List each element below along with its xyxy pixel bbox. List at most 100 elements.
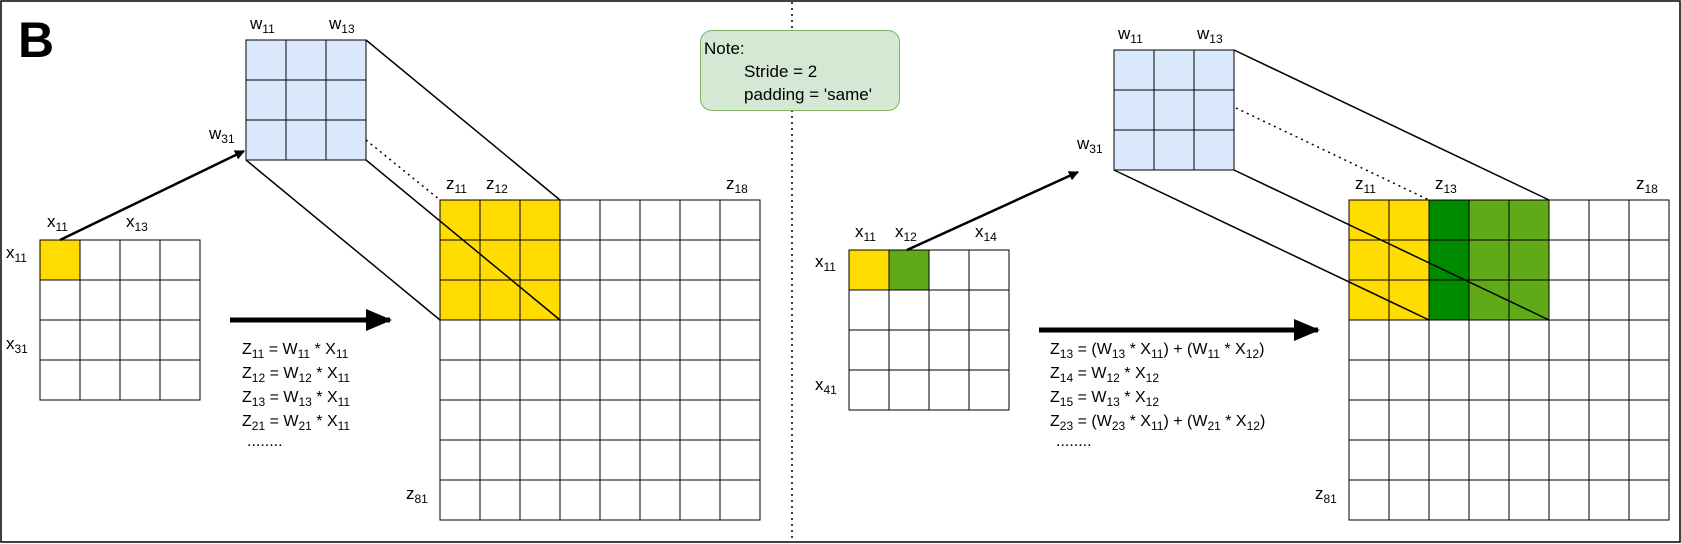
left-label-x11-side: x11 [6, 243, 27, 265]
grid-cell [119, 239, 161, 281]
grid-cell [848, 329, 890, 371]
grid-cell [1628, 359, 1670, 401]
grid-cell [719, 439, 761, 481]
grid-cell [1628, 399, 1670, 441]
grid-cell [1548, 279, 1590, 321]
grid-cell [679, 239, 721, 281]
grid-cell [928, 369, 970, 411]
right-label-w13: w13 [1196, 24, 1223, 46]
grid-cell [1508, 439, 1550, 481]
grid-cell [639, 359, 681, 401]
grid-cell [559, 399, 601, 441]
grid-cell [968, 289, 1010, 331]
grid-cell [848, 289, 890, 331]
left-label-x31: x31 [6, 334, 28, 356]
grid-cell [439, 479, 481, 521]
grid-cell [1548, 319, 1590, 361]
grid-cell [559, 239, 601, 281]
grid-cell [1628, 239, 1670, 281]
kernel-fill [246, 40, 366, 160]
grid-cell [1548, 439, 1590, 481]
grid-cell [1508, 479, 1550, 521]
grid-cell [119, 319, 161, 361]
left-equation-4: Z21 = W21 * X11 [242, 413, 350, 433]
grid-cell [1628, 199, 1670, 241]
grid-cell [159, 239, 201, 281]
grid-cell [519, 359, 561, 401]
note-box: Note: Stride = 2 padding = 'same' [700, 30, 900, 111]
grid-cell [848, 369, 890, 411]
grid-cell [39, 279, 81, 321]
grid-cell [719, 399, 761, 441]
right-label-x11-side: x11 [815, 252, 836, 274]
kernel-fill [1114, 50, 1234, 170]
output-region-yellow [440, 200, 560, 320]
grid-cell [79, 279, 121, 321]
grid-cell [679, 359, 721, 401]
grid-cell [1193, 129, 1235, 171]
grid-cell [1588, 319, 1630, 361]
grid-cell [519, 439, 561, 481]
grid-cell [439, 319, 481, 361]
grid-cell [599, 319, 641, 361]
right-label-w31: w31 [1076, 134, 1103, 156]
right-ellipsis: ........ [1056, 433, 1092, 450]
grid-cell [1508, 399, 1550, 441]
grid-cell [1468, 319, 1510, 361]
grid-cell [639, 239, 681, 281]
right-label-z81: z81 [1315, 484, 1337, 506]
grid-cell [79, 319, 121, 361]
left-input-to-kernel-arrow [59, 149, 245, 242]
grid-cell [1588, 479, 1630, 521]
grid-cell [888, 329, 930, 371]
grid-cell [968, 249, 1010, 291]
grid-cell [1588, 239, 1630, 281]
grid-cell [559, 319, 601, 361]
grid-cell [119, 359, 161, 401]
grid-cell [159, 279, 201, 321]
grid-cell [1388, 359, 1430, 401]
grid-cell [1388, 479, 1430, 521]
kernel-grid-lines [245, 39, 367, 161]
right-label-z13: z13 [1435, 174, 1457, 196]
left-label-z81: z81 [406, 484, 428, 506]
grid-cell [679, 439, 721, 481]
grid-cell [719, 239, 761, 281]
grid-cell [1468, 399, 1510, 441]
grid-cell [479, 399, 521, 441]
grid-cell [719, 479, 761, 521]
left-label-w11: w11 [249, 14, 275, 36]
grid-cell [928, 289, 970, 331]
grid-cell [1428, 439, 1470, 481]
grid-cell [1628, 479, 1670, 521]
grid-cell [1468, 479, 1510, 521]
right-equation-4: Z23 = (W23 * X11) + (W21 * X12) [1050, 413, 1265, 433]
output-grid-lines [1348, 199, 1670, 521]
grid-cell [1468, 439, 1510, 481]
grid-cell [559, 359, 601, 401]
grid-cell [439, 399, 481, 441]
grid-cell [1388, 399, 1430, 441]
grid-cell [928, 249, 970, 291]
grid-cell [679, 479, 721, 521]
grid-cell [519, 319, 561, 361]
left-label-z12: z12 [486, 174, 508, 196]
grid-cell [599, 359, 641, 401]
right-label-x41: x41 [815, 375, 837, 397]
grid-cell [679, 279, 721, 321]
grid-cell [1588, 359, 1630, 401]
grid-cell [1588, 399, 1630, 441]
right-label-z18: z18 [1636, 174, 1658, 196]
left-label-z18: z18 [726, 174, 748, 196]
right-label-w11: w11 [1117, 24, 1143, 46]
grid-cell [719, 319, 761, 361]
left-equations: Z11 = W11 * X11 Z12 = W12 * X11 Z13 = W1… [242, 341, 350, 450]
input-grid-lines [848, 249, 1010, 411]
left-label-z11: z11 [446, 174, 467, 196]
grid-cell [39, 319, 81, 361]
left-equation-2: Z12 = W12 * X11 [242, 365, 350, 385]
grid-cell [1588, 199, 1630, 241]
panel-letter: B [18, 12, 54, 68]
grid-cell [1548, 399, 1590, 441]
note-stride: Stride = 2 [744, 62, 818, 81]
